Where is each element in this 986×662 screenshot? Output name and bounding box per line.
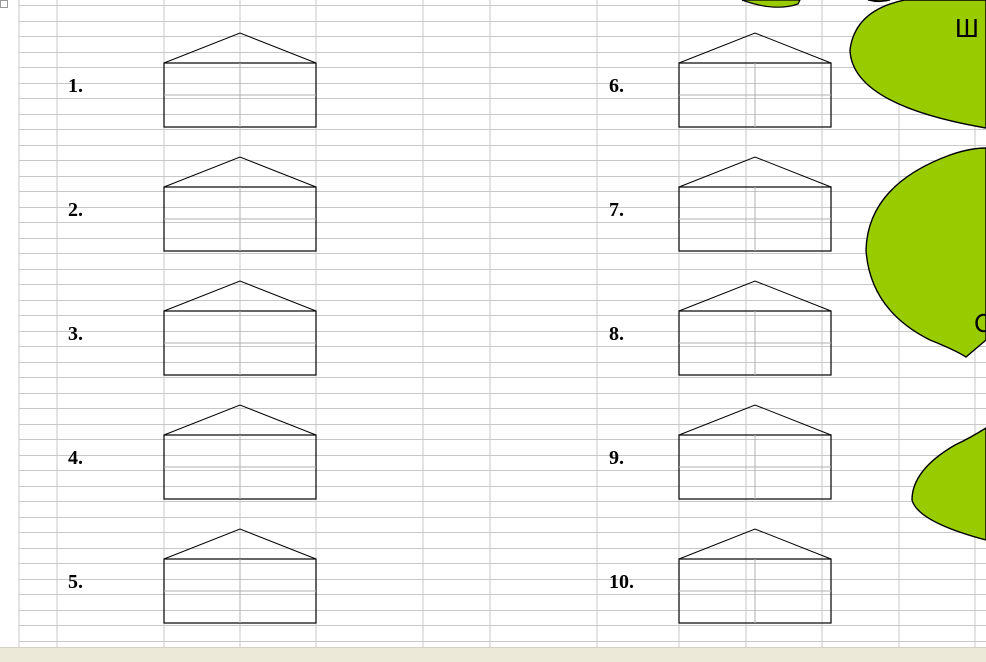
house-label-6: 6. [609,76,624,96]
house-label-9: 9. [609,448,624,468]
status-bar [0,647,986,662]
house-label-5: 5. [68,572,83,592]
house-label-10: 10. [609,572,634,592]
house-label-8: 8. [609,324,624,344]
house-label-2: 2. [68,200,83,220]
house-label-4: 4. [68,448,83,468]
house-roof [679,33,831,63]
house-roof [679,157,831,187]
house-roof [679,529,831,559]
house-roof [679,405,831,435]
callout-shape-bottom [912,428,986,540]
callout-text-top: Ш [955,15,979,41]
house-label-3: 3. [68,324,83,344]
house-8 [679,281,831,375]
house-roof [679,281,831,311]
house-label-1: 1. [68,76,83,96]
house-10 [679,529,831,623]
callout-shape-tiny [742,0,800,7]
callout-text-middle: С [974,310,986,336]
house-figures [164,33,831,623]
house-7 [679,157,831,251]
house-9 [679,405,831,499]
house-label-7: 7. [609,200,624,220]
house-6 [679,33,831,127]
callout-shape-middle [866,148,986,357]
callout-shape-sliver [868,0,890,2]
